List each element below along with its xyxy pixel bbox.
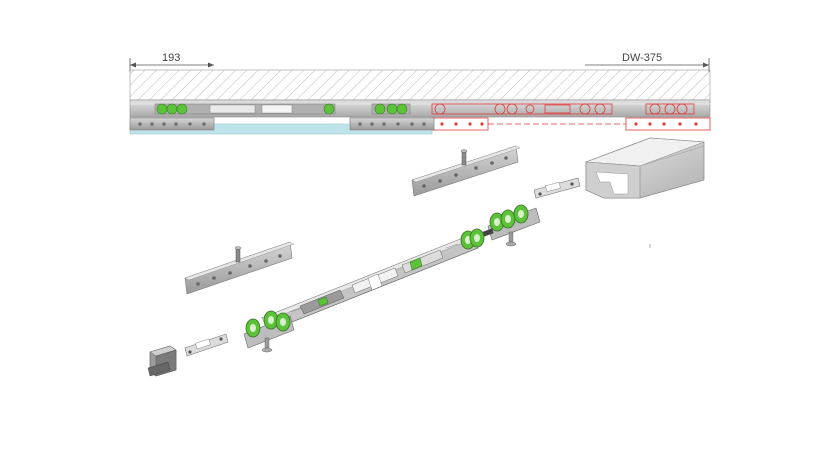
wheel-icon bbox=[396, 103, 408, 115]
dimension-left-label: 193 bbox=[162, 52, 180, 64]
trolley-left bbox=[243, 310, 295, 353]
rail-trolley-mirrored bbox=[431, 103, 695, 115]
dimension-right-label: DW-375 bbox=[622, 52, 662, 64]
stopper-block bbox=[147, 345, 177, 377]
mounting-plate-left bbox=[184, 241, 295, 295]
mounting-plate-right bbox=[411, 145, 521, 197]
end-bracket-left bbox=[184, 333, 229, 357]
track-elevation bbox=[129, 69, 711, 135]
trolley-right bbox=[482, 204, 541, 247]
rail-trolley-left bbox=[154, 103, 336, 115]
wheel-icon bbox=[166, 103, 178, 115]
wheel-icon bbox=[374, 103, 386, 115]
wheel-icon bbox=[156, 103, 168, 115]
rail-trolley-middle bbox=[371, 103, 411, 115]
ceiling-hatch bbox=[129, 69, 711, 101]
dimension-right: DW-375 bbox=[585, 52, 710, 72]
wheel-icon bbox=[176, 103, 188, 115]
rail-profile bbox=[585, 137, 705, 199]
end-bracket-right bbox=[533, 177, 581, 199]
wheel-icon bbox=[386, 103, 398, 115]
wheel-icon bbox=[323, 103, 335, 115]
damper-body bbox=[261, 228, 485, 331]
dimension-left: 193 bbox=[129, 52, 214, 72]
